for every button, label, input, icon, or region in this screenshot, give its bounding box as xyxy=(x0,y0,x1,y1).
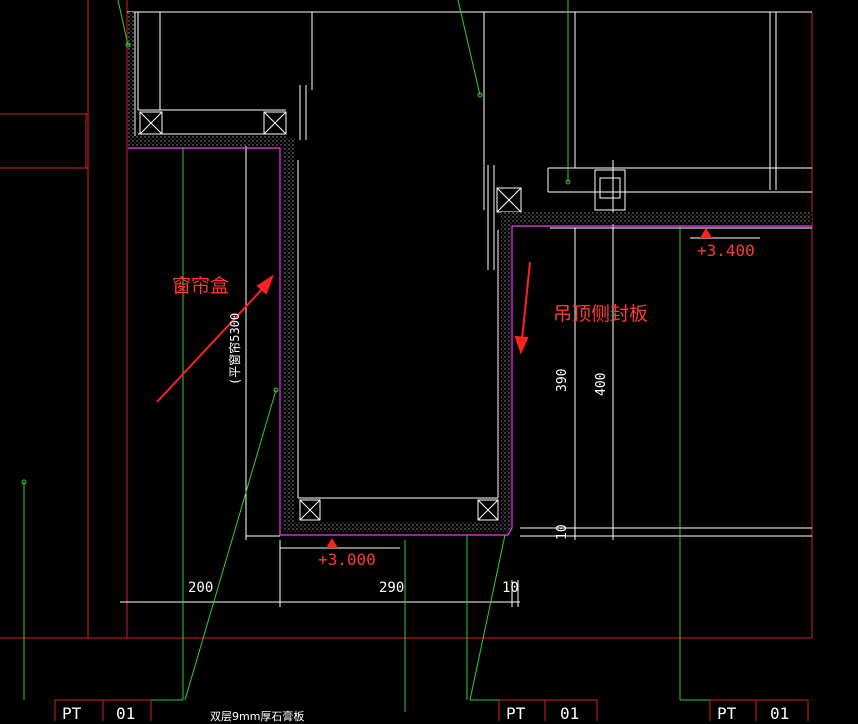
dimension-200: 200 xyxy=(188,580,214,596)
dimension-390: 390 xyxy=(555,368,570,392)
finish-lines xyxy=(128,147,812,536)
ceiling-side-panel-label: 吊顶侧封板 xyxy=(553,303,649,325)
tag2-num: 01 xyxy=(560,704,580,723)
level-markers xyxy=(326,228,712,548)
dimension-290: 290 xyxy=(379,580,405,596)
curtain-box-label: 窗帘盒 xyxy=(172,275,230,297)
level-low-label: +3.000 xyxy=(318,550,376,569)
level-marker-high xyxy=(700,228,712,238)
vertical-note: (平窗帘5300 xyxy=(228,312,242,385)
tag1-num: 01 xyxy=(116,704,136,723)
structure-lines xyxy=(120,11,812,607)
annotation-arrows xyxy=(156,261,531,403)
board-hatch xyxy=(128,12,812,532)
dimension-400: 400 xyxy=(594,372,609,396)
wall-lines xyxy=(0,0,813,721)
dimension-10-vertical: 10 xyxy=(555,524,570,540)
dimension-10-horizontal: 10 xyxy=(502,580,519,596)
tag2-code: PT xyxy=(506,704,526,723)
tag3-num: 01 xyxy=(770,704,790,723)
tag3-code: PT xyxy=(717,704,737,723)
leader-lines xyxy=(21,0,710,712)
level-high-label: +3.400 xyxy=(697,241,755,260)
gypsum-note: 双层9mm厚石膏板 xyxy=(210,710,305,723)
tag1-code: PT xyxy=(62,704,82,723)
level-marker-low xyxy=(326,538,338,548)
